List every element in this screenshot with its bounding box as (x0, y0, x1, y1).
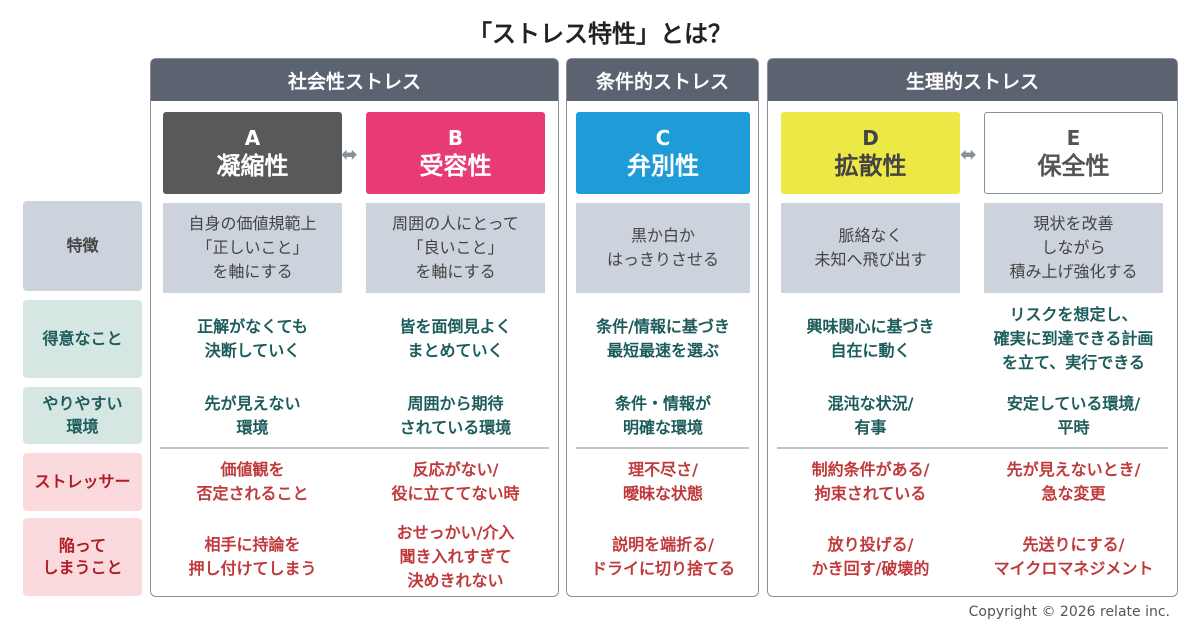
stressor-cell: 反応がない/ 役に立ててない時 (391, 460, 520, 503)
group-header-social: 社会性ストレス (151, 59, 558, 101)
stressor-cell: 価値観を 否定されること (196, 460, 309, 503)
stressor-cell: 先が見えないとき/ 急な変更 (1006, 460, 1141, 503)
pitfall-cell: おせっかい/介入 聞き入れすぎて 決めきれない (396, 523, 515, 590)
trait-name: 保全性 (1037, 151, 1110, 180)
feature-cell: 現状を改善 しながら 積み上げ強化する (984, 203, 1163, 293)
trait-name: 拡散性 (834, 151, 907, 180)
row-label-environment: やりやすい 環境 (23, 387, 142, 444)
stressor-cell: 理不尽さ/ 曖昧な状態 (622, 460, 703, 503)
bidirectional-arrow-icon: ⬌ (960, 142, 977, 166)
pitfall-cell: 相手に持論を 押し付けてしまう (188, 535, 317, 578)
strength-cell: 条件/情報に基づき 最短最速を選ぶ (596, 317, 730, 360)
row-label-feature: 特徴 (23, 201, 142, 291)
environment-cell: 混沌な状況/ 有事 (827, 393, 914, 437)
trait-letter: D (862, 125, 879, 150)
row-label-strength: 得意なこと (23, 300, 142, 378)
pitfall-cell: 放り投げる/ かき回す/破壊的 (811, 535, 930, 578)
feature-cell: 脈絡なく 未知へ飛び出す (781, 203, 960, 293)
environment-cell: 条件・情報が 明確な環境 (614, 393, 711, 437)
trait-letter: A (244, 125, 261, 150)
group-header-physiological: 生理的ストレス (768, 59, 1177, 101)
trait-name: 受容性 (419, 151, 492, 180)
strength-cell: 皆を面倒見よく まとめていく (399, 317, 512, 360)
strength-cell: 正解がなくても 決断していく (197, 317, 308, 360)
feature-cell: 自身の価値規範上 「正しいこと」 を軸にする (163, 203, 342, 293)
feature-cell: 黒か白か はっきりさせる (576, 203, 750, 293)
environment-cell: 安定している環境/ 平時 (1006, 393, 1141, 437)
strength-cell: リスクを想定し、 確実に到達できる計画 を立て、実行できる (993, 305, 1154, 372)
page-title: 「ストレス特性」とは？ (468, 20, 732, 48)
row-divider (777, 447, 1168, 449)
bidirectional-arrow-icon: ⬌ (341, 142, 358, 166)
pitfall-cell: 先送りにする/ マイクロマネジメント (993, 535, 1154, 578)
strength-cell: 興味関心に基づき 自在に動く (806, 317, 935, 360)
trait-name: 凝縮性 (216, 151, 289, 180)
trait-letter: B (447, 125, 464, 150)
row-label-stressor: ストレッサー (23, 453, 142, 511)
stressor-cell: 制約条件がある/ 拘束されている (811, 460, 930, 503)
environment-cell: 先が見えない 環境 (204, 393, 301, 437)
trait-letter: C (655, 125, 671, 150)
copyright: Copyright © 2026 relate inc. (968, 604, 1170, 620)
environment-cell: 周囲から期待 されている環境 (399, 393, 512, 437)
group-header-conditional: 条件的ストレス (567, 59, 758, 101)
row-label-pitfall: 陥って しまうこと (23, 518, 142, 596)
pitfall-cell: 説明を端折る/ ドライに切り捨てる (590, 535, 735, 578)
trait-name: 弁別性 (627, 151, 699, 180)
trait-letter: E (1066, 125, 1081, 150)
row-divider (576, 447, 749, 449)
feature-cell: 周囲の人にとって 「良いこと」 を軸にする (366, 203, 545, 293)
row-divider (160, 447, 549, 449)
